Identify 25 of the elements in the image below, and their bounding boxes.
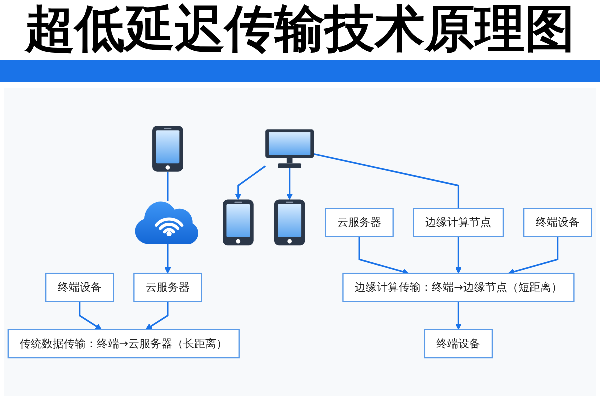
node-box: 传统数据传输：终端→云服务器（长距离） <box>8 329 240 359</box>
arrow <box>235 166 266 200</box>
arrow <box>455 236 462 274</box>
connector <box>314 153 460 209</box>
node-box: 边缘计算传输：终端→边缘节点（短距离） <box>342 272 575 302</box>
node-box: 终端设备 <box>523 208 592 238</box>
node-box: 边缘计算节点 <box>413 208 504 238</box>
connector <box>167 172 169 202</box>
monitor-icon <box>266 130 314 168</box>
smartphone-icon <box>223 200 254 246</box>
arrow <box>508 236 559 276</box>
title: 超低延迟传输技术原理图 <box>24 0 576 58</box>
node-box: 云服务器 <box>325 208 394 238</box>
node-box: 终端设备 <box>424 329 494 359</box>
arrow <box>146 302 169 330</box>
arrow <box>358 236 410 276</box>
cloud-wifi-icon <box>135 202 198 244</box>
node-box: 终端设备 <box>45 272 114 302</box>
smartphone-icon <box>152 126 184 172</box>
arrow <box>164 244 172 274</box>
node-box: 云服务器 <box>134 272 202 302</box>
arrow <box>286 168 294 200</box>
smartphone-icon <box>274 200 306 246</box>
arrow <box>79 302 102 330</box>
arrow <box>455 302 462 330</box>
